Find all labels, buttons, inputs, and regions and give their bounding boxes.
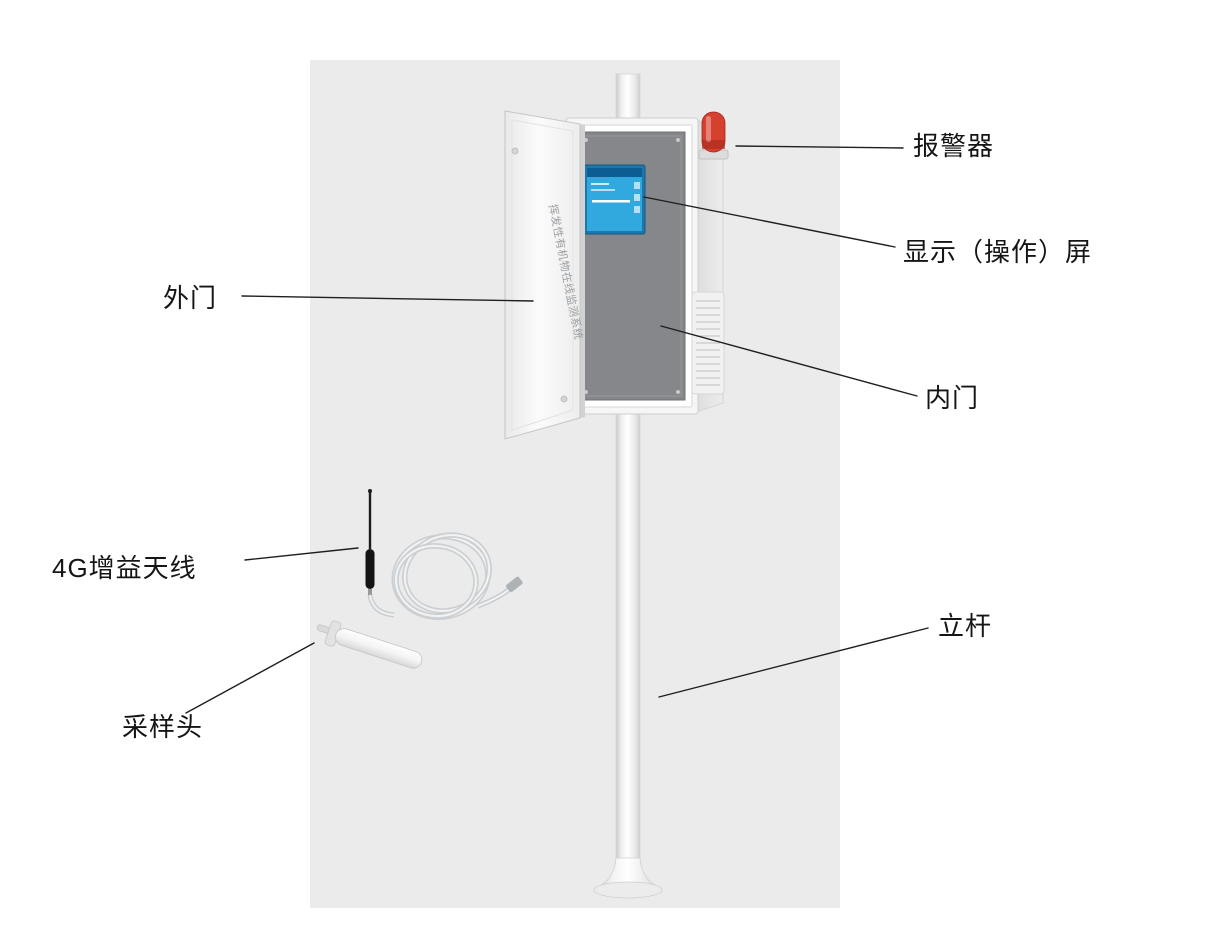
alarm-beacon xyxy=(698,111,729,160)
cable-fitting xyxy=(506,576,523,593)
door-edge xyxy=(580,124,585,418)
antenna-cable-coil xyxy=(367,532,515,620)
alarm-leader-line xyxy=(735,145,904,149)
antenna-whip xyxy=(368,491,372,549)
pole-leader-line xyxy=(658,627,929,698)
panel-screw xyxy=(676,138,680,142)
sampling-leader-line xyxy=(185,642,315,714)
pole-label: 立杆 xyxy=(938,611,993,641)
door-inset-line xyxy=(511,119,574,431)
outer-door-leader-line xyxy=(241,295,534,302)
inner-door-label: 内门 xyxy=(925,383,980,413)
monitoring-cabinet xyxy=(565,111,729,415)
beacon-highlight xyxy=(706,116,711,142)
sampling-head-body xyxy=(335,628,423,669)
display-screen xyxy=(583,164,646,235)
antenna-joint xyxy=(368,589,372,596)
inner-door-leader-line xyxy=(660,325,918,397)
pole-base-plate xyxy=(593,881,663,899)
antenna-sleeve xyxy=(365,549,375,589)
door-screw xyxy=(560,395,568,403)
sampling-head xyxy=(316,620,423,669)
antenna-leader-line xyxy=(244,547,359,561)
screen-divider xyxy=(592,200,630,203)
outer-door-label: 外门 xyxy=(163,283,218,313)
alarm-label: 报警器 xyxy=(913,131,995,161)
screen-header xyxy=(587,168,642,177)
leader-lines xyxy=(185,145,929,714)
sampling-head-label: 采样头 xyxy=(122,712,204,742)
outer-door: 挥发性有机物在线监测系统 xyxy=(504,110,586,440)
vent-louvers xyxy=(691,291,725,395)
antenna-label: 4G增益天线 xyxy=(52,553,197,583)
display-screen-label: 显示（操作）屏 xyxy=(903,237,1093,267)
door-screw xyxy=(511,147,519,155)
panel-screw xyxy=(676,390,680,394)
antenna-4g xyxy=(365,489,523,620)
display-leader-line xyxy=(643,196,896,248)
